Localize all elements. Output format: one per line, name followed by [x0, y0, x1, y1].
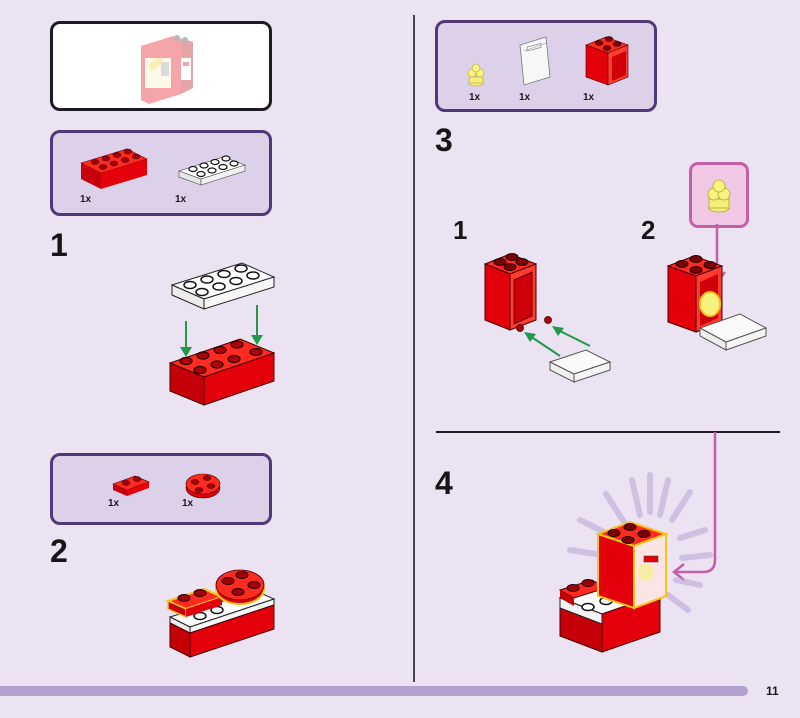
parts-list-step-1: 1x 1x [50, 130, 272, 216]
section-divider [436, 431, 780, 433]
parts-list-step-2: 1x 1x [50, 453, 272, 525]
transparent-door-icon [519, 36, 551, 86]
part-quantity: 1x [175, 194, 187, 205]
substep-number: 1 [453, 215, 468, 245]
red-round-plate-2x2-icon [185, 473, 221, 499]
part-quantity: 1x [80, 194, 92, 205]
red-plate-1x2-icon [112, 475, 150, 496]
green-arrow-icon [180, 305, 263, 357]
part-quantity: 1x [519, 92, 531, 103]
part-quantity: 1x [583, 92, 595, 103]
part-quantity: 1x [469, 92, 481, 103]
page-progress-bar [0, 686, 748, 696]
white-plate-2x4-icon [178, 155, 246, 186]
red-brick-2x4-icon [80, 148, 148, 189]
callout-box [689, 162, 749, 228]
red-cupboard-2x2-icon [585, 36, 629, 86]
pink-arrow-icon [671, 432, 717, 581]
substep-2-illustration [666, 224, 768, 351]
step-number: 2 [50, 533, 68, 569]
highlight-rays [567, 472, 713, 613]
step-4-build-illustration [558, 432, 717, 653]
parts-list-step-3: 1x 1x 1x [435, 20, 657, 112]
column-divider [413, 15, 415, 682]
part-quantity: 1x [182, 498, 194, 509]
step-number: 3 [435, 122, 453, 158]
finished-model-preview-icon [141, 35, 193, 104]
part-quantity: 1x [108, 498, 120, 509]
page-number: 11 [766, 684, 779, 698]
substep-1-illustration [483, 253, 612, 383]
substep-number: 2 [641, 215, 656, 245]
yellow-ice-cream-scoop-icon [467, 63, 485, 87]
model-preview-box [50, 21, 272, 111]
step-1-build-illustration [168, 262, 276, 406]
step-2-build-illustration [165, 569, 276, 658]
step-number: 4 [435, 465, 453, 501]
step-number: 1 [50, 227, 68, 263]
yellow-ice-cream-scoop-icon [707, 179, 731, 213]
